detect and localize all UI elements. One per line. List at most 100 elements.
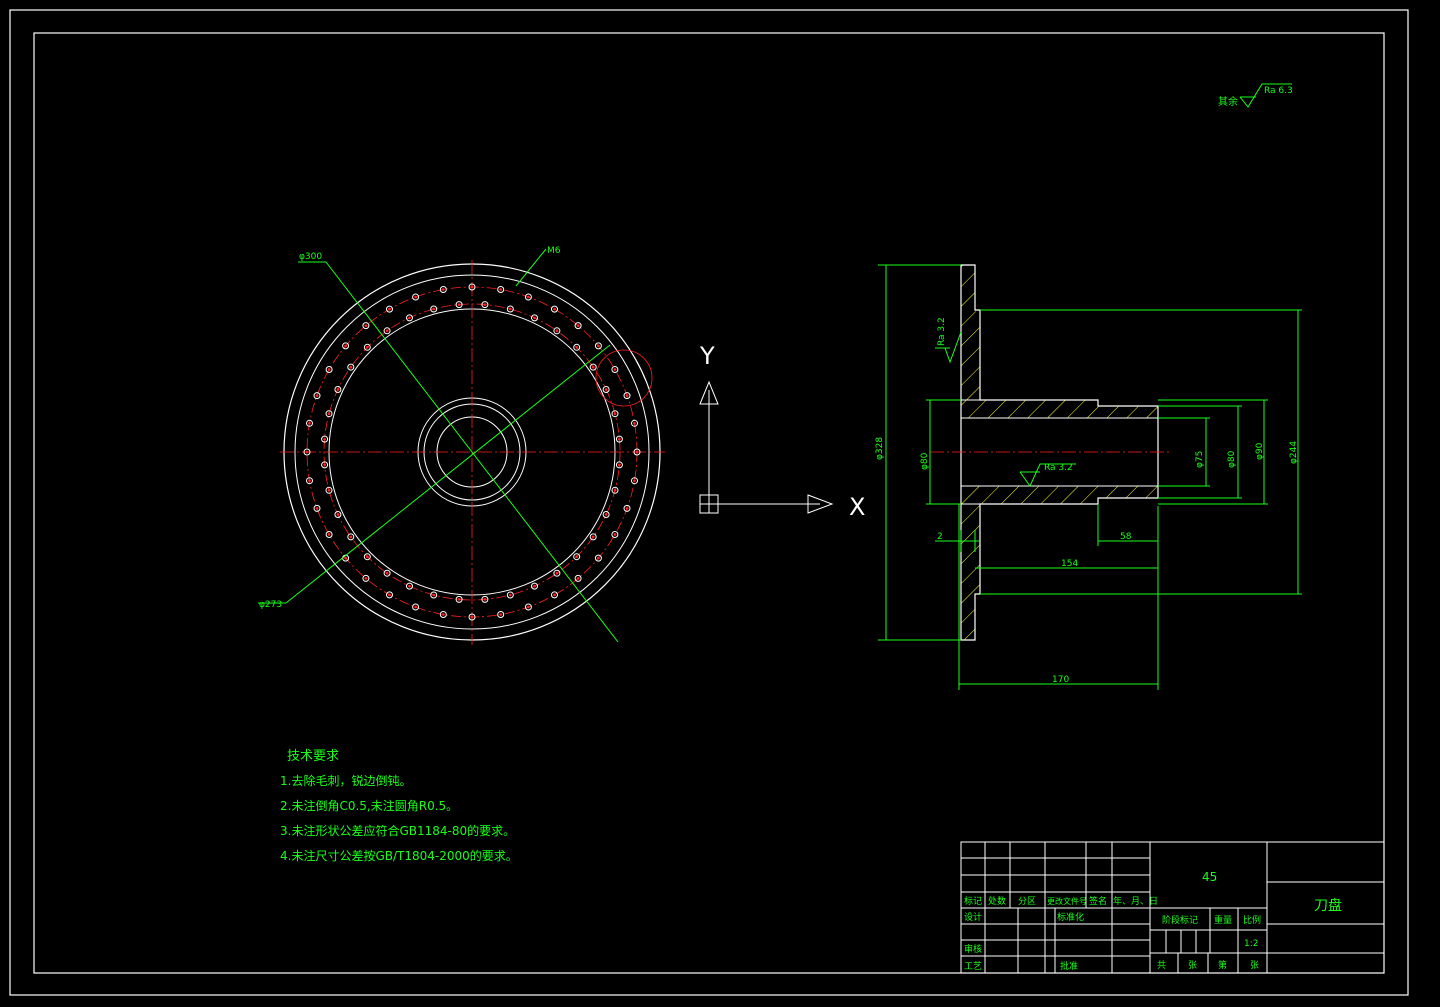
bolt-hole xyxy=(611,366,619,373)
label-review: 审核 xyxy=(964,943,982,955)
bolt-hole-center xyxy=(327,412,331,416)
label-design: 设计 xyxy=(964,911,982,923)
bolt-hole xyxy=(412,603,420,611)
bolt-hole xyxy=(615,461,623,469)
bolt-hole xyxy=(506,591,514,599)
bolt-hole xyxy=(363,553,371,561)
label-sheets: 张 xyxy=(1188,960,1197,971)
bolt-hole xyxy=(362,574,370,582)
bolt-hole xyxy=(531,582,538,590)
bolt-hole xyxy=(386,305,393,313)
bolt-hole xyxy=(347,363,355,371)
bolt-hole-center xyxy=(625,507,629,510)
bolt-hole xyxy=(468,283,476,291)
bolt-hole-center xyxy=(470,285,474,289)
bolt-hole xyxy=(468,613,476,621)
label-page: 第 xyxy=(1218,959,1227,971)
bolt-hole-center xyxy=(414,605,417,609)
bolt-hole xyxy=(531,314,538,322)
row-label-mark: 标记 xyxy=(964,895,982,907)
bolt-hole-center xyxy=(441,288,445,291)
bolt-hole-center xyxy=(323,463,326,467)
label-approve: 批准 xyxy=(1060,960,1078,972)
bolt-hole xyxy=(455,595,463,603)
bolt-hole-center xyxy=(508,307,512,311)
bolt-hole-center xyxy=(457,303,461,306)
bolt-hole xyxy=(347,533,355,541)
bolt-hole xyxy=(611,486,619,494)
ucs-axis-icon: Y X xyxy=(699,342,865,521)
tech-requirements-title: 技术要求 xyxy=(287,749,339,764)
bolt-hole xyxy=(342,342,350,350)
outer-border xyxy=(9,9,1409,996)
label-sheet-2: 张 xyxy=(1250,960,1259,971)
bolt-hole xyxy=(363,343,371,351)
front-view: φ300 φ273 M6 xyxy=(258,246,665,645)
bolt-hole-center xyxy=(364,324,368,327)
bolt-hole-center xyxy=(555,571,559,575)
bolt-hole xyxy=(481,301,489,309)
bolt-holes xyxy=(303,283,641,621)
bolt-hole-center xyxy=(305,450,309,454)
bolt-hole-center xyxy=(597,556,600,560)
scale-value: 1:2 xyxy=(1244,939,1258,949)
bolt-hole-center xyxy=(597,344,600,348)
bolt-hole xyxy=(574,574,582,582)
bolt-hole xyxy=(553,327,561,335)
bolt-hole-center xyxy=(365,555,369,559)
bolt-hole xyxy=(524,293,532,301)
bolt-hole-center xyxy=(633,421,636,425)
bolt-hole xyxy=(406,314,413,322)
bolt-hole-center xyxy=(499,613,503,616)
bolt-hole xyxy=(383,327,391,335)
bolt-hole-center xyxy=(336,388,340,391)
bolt-hole-center xyxy=(575,555,579,559)
bolt-hole xyxy=(313,392,321,400)
bolt-hole xyxy=(633,448,641,456)
bolt-hole-center xyxy=(457,598,461,601)
bolt-hole xyxy=(551,591,558,599)
bolt-hole xyxy=(321,461,329,469)
bolt-hole-center xyxy=(388,307,391,311)
bolt-hole-center xyxy=(364,577,368,580)
title-block-text: 45 刀盘 标记 处数 分区 更改文件号 签名 年、月、日 设计 标准化 审核 … xyxy=(964,870,1342,972)
bolt-hole-center xyxy=(618,437,621,441)
dim-length-step: 58 xyxy=(1120,532,1132,542)
dim-bore-tol: φ80 xyxy=(920,452,930,470)
bolt-hole xyxy=(481,595,489,603)
bolt-hole-center xyxy=(349,365,353,369)
bolt-hole-center xyxy=(432,307,436,311)
bolt-hole xyxy=(455,301,463,309)
bolt-hole xyxy=(573,553,581,561)
bolt-hole-center xyxy=(533,584,536,588)
bolt-hole xyxy=(439,286,447,293)
bolt-hole-center xyxy=(327,488,331,492)
bolt-hole xyxy=(631,477,638,485)
bolt-hole xyxy=(594,554,602,562)
bolt-hole xyxy=(406,582,413,590)
bolt-hole-center xyxy=(527,295,530,299)
bolt-hole-center xyxy=(323,437,326,441)
bolt-hole-center xyxy=(336,513,340,516)
row-label-zone: 分区 xyxy=(1018,896,1036,907)
axis-x-label: X xyxy=(849,493,865,521)
bolt-hole xyxy=(386,591,393,599)
bolt-hole xyxy=(589,533,597,541)
bolt-hole xyxy=(334,386,342,393)
bolt-hole xyxy=(430,591,438,599)
label-process: 工艺 xyxy=(964,961,982,972)
bolt-hole xyxy=(623,392,631,400)
bolt-hole-center xyxy=(483,598,487,601)
bolt-hole-center xyxy=(388,593,391,597)
part-name: 刀盘 xyxy=(1314,897,1342,914)
roughness-note-prefix: 其余 xyxy=(1218,95,1238,108)
diameter-leader-1 xyxy=(325,261,619,643)
bolt-hole-center xyxy=(349,535,353,539)
bolt-hole-center xyxy=(385,329,389,333)
bolt-hole-center xyxy=(633,479,636,483)
bolt-hole xyxy=(589,363,597,371)
tech-requirement-1: 1.去除毛刺，锐边倒钝。 xyxy=(280,773,411,788)
tech-requirements: 技术要求 1.去除毛刺，锐边倒钝。 2.未注倒角C0.5,未注圆角R0.5。 3… xyxy=(280,749,518,863)
bolt-hole-center xyxy=(613,368,617,371)
bolt-hole-center xyxy=(385,571,389,575)
